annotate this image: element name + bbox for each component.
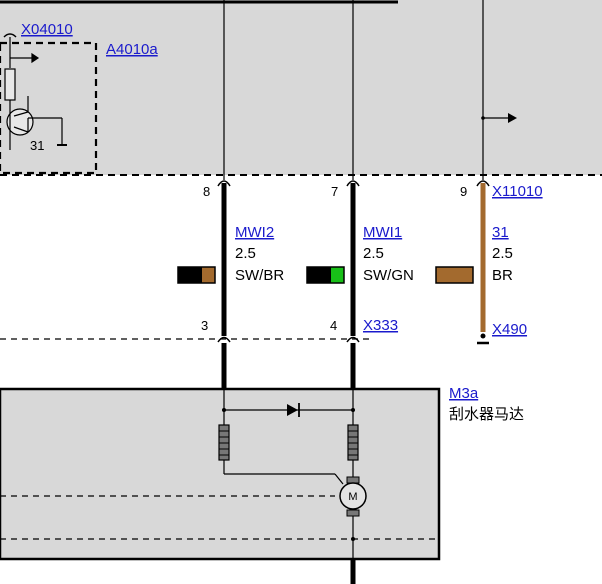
- wire-mwi2-name[interactable]: MWI2: [235, 224, 274, 241]
- pin-9-label: 9: [460, 184, 467, 199]
- a4010a-link[interactable]: A4010a: [106, 41, 158, 58]
- pin-4-label: 4: [330, 318, 337, 333]
- x04010-connector: [3, 33, 17, 68]
- wire-mwi2-gauge: 2.5: [235, 245, 256, 262]
- pin-3-label: 3: [201, 318, 208, 333]
- junction-dots: [222, 408, 355, 541]
- branch-arrow-right: [481, 113, 517, 123]
- coil-right: [347, 424, 359, 461]
- wire-31-name[interactable]: 31: [492, 224, 509, 241]
- x490-link[interactable]: X490: [492, 321, 527, 338]
- wire-31-gauge: 2.5: [492, 245, 513, 262]
- pin-7-label: 7: [331, 184, 338, 199]
- swatch-sw-br: [177, 266, 216, 284]
- lower-pin-arcs: [217, 336, 360, 343]
- m3a-link[interactable]: M3a: [449, 385, 479, 402]
- swatch-sw-gn: [306, 266, 345, 284]
- motor-symbol: [339, 476, 367, 517]
- wire-mwi1-color-code: SW/GN: [363, 267, 414, 284]
- wire-mwi1-gauge: 2.5: [363, 245, 384, 262]
- diode-symbol: [287, 403, 300, 417]
- x11010-link[interactable]: X11010: [492, 183, 543, 200]
- wire-mwi2-color-code: SW/BR: [235, 267, 284, 284]
- wire-mwi1-name[interactable]: MWI1: [363, 224, 402, 241]
- swatch-br: [435, 266, 474, 284]
- upper-component-area: [0, 0, 602, 175]
- x04010-link[interactable]: X04010: [21, 21, 73, 38]
- m3a-description: 刮水器马达: [449, 405, 524, 423]
- upper-pin-arcs: [217, 180, 490, 187]
- pin-8-label: 8: [203, 184, 210, 199]
- m3a-component-box: [0, 387, 441, 561]
- motor-m-label: M: [348, 491, 357, 503]
- coil-left: [218, 424, 230, 461]
- transistor-circuit: [4, 52, 67, 150]
- x333-link[interactable]: X333: [363, 317, 398, 334]
- a4010a-module-box: [0, 41, 98, 175]
- ground-x490-symbol: [477, 333, 489, 345]
- wire-31-color-code: BR: [492, 267, 513, 284]
- ground-label-31: 31: [30, 138, 44, 153]
